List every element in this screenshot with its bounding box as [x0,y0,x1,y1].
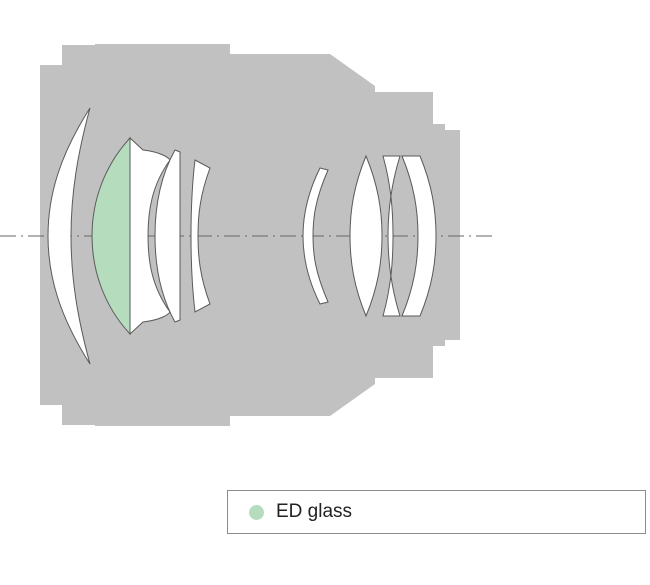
lens-element-5 [190,159,211,313]
lens-element-3 [129,136,171,336]
lens-element-8 [382,155,401,317]
ed-glass-swatch [249,504,264,520]
legend-label-ed-glass: ED glass [276,501,353,522]
lens-element-2-ed-glass [91,136,131,336]
lens-element-6 [302,167,329,305]
lens-element-7 [349,154,383,318]
legend: ED glass [227,490,646,534]
lens-element-4 [154,149,181,323]
lens-element-9 [401,155,437,317]
lens-barrel [40,44,460,426]
lens-element-1 [47,107,91,365]
lens-construction-diagram [0,44,493,426]
